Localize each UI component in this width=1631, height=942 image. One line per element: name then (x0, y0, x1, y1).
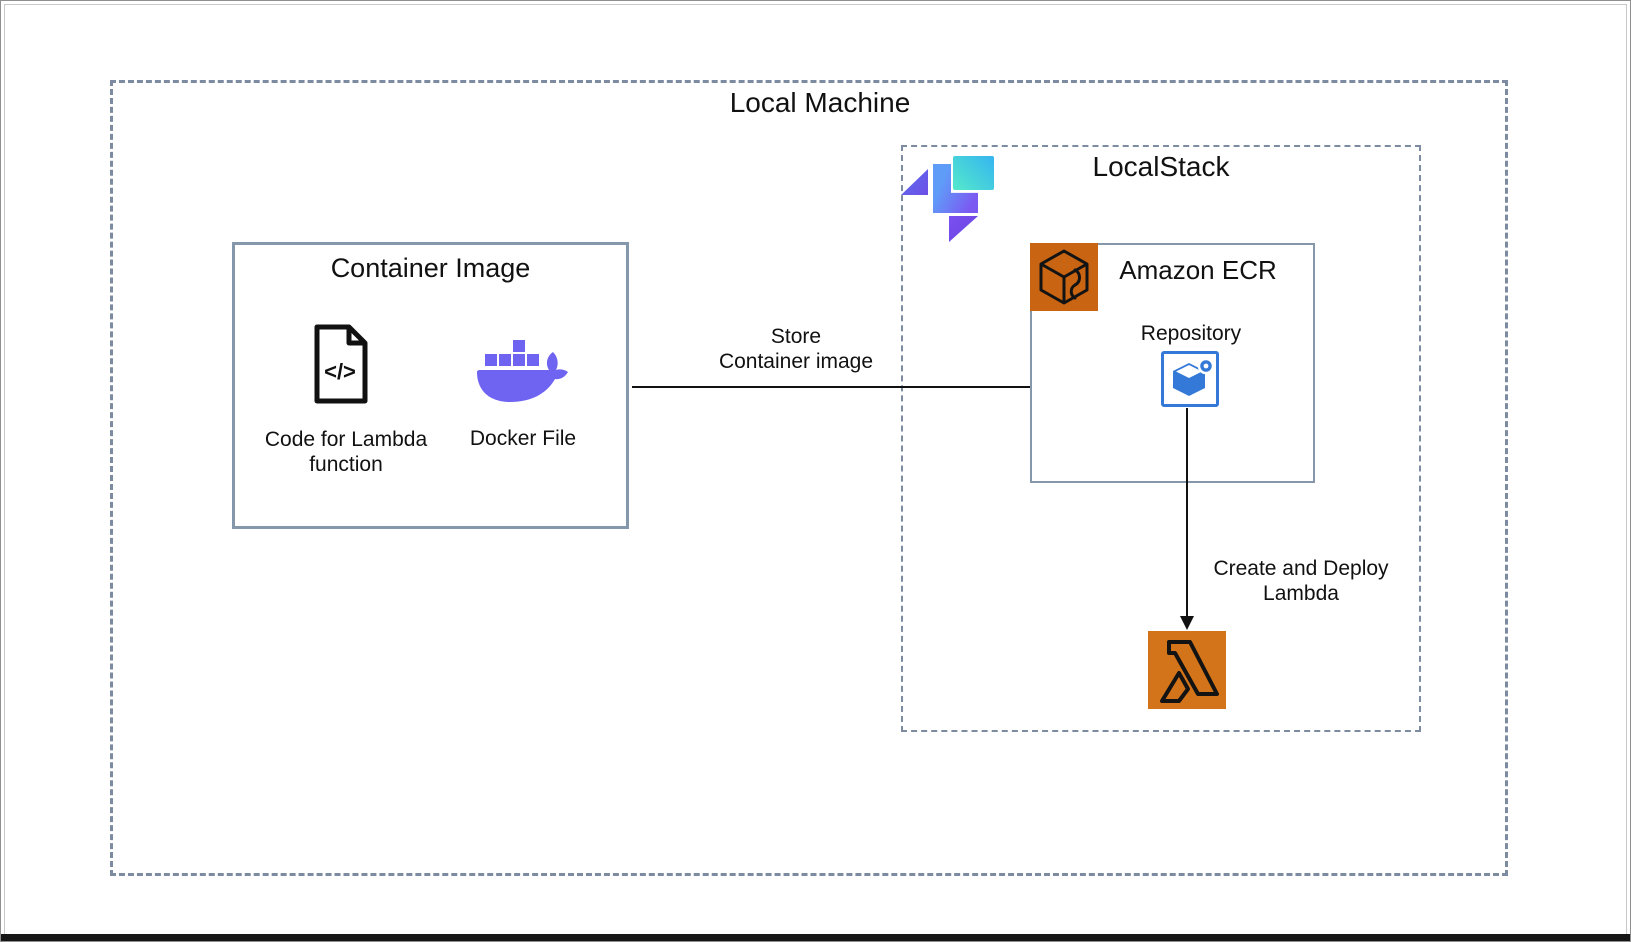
amazon-ecr-title: Amazon ECR (1119, 255, 1277, 285)
deploy-arrow-line (1186, 408, 1188, 616)
docker-whale-icon (472, 337, 570, 411)
ecr-repository-icon (1161, 351, 1219, 407)
svg-text:</>: </> (324, 359, 356, 384)
localstack-logo-icon (899, 154, 999, 244)
container-image-box (232, 242, 629, 529)
code-label: Code for Lambda function (246, 427, 446, 477)
deploy-arrow-label-line2: Lambda (1263, 582, 1339, 605)
aws-lambda-icon (1148, 631, 1226, 709)
store-arrow-label-line2: Container image (718, 350, 874, 373)
store-arrow-line (632, 386, 1140, 388)
code-file-icon: </> (312, 323, 370, 405)
local-machine-box (110, 80, 1508, 876)
container-image-title: Container Image (330, 253, 531, 283)
repository-label: Repository (1140, 322, 1242, 345)
local-machine-title: Local Machine (729, 87, 911, 118)
localstack-logo-teal-square (953, 156, 994, 190)
deploy-arrow-label-line1: Create and Deploy (1213, 557, 1389, 580)
bottom-edge-bar (1, 934, 1630, 941)
code-label-line1: Code for Lambda (264, 428, 428, 451)
deploy-arrow-head-icon (1180, 616, 1194, 630)
store-arrow-label-line1: Store (770, 325, 822, 348)
docker-file-label: Docker File (469, 427, 577, 450)
localstack-logo-left-triangle (901, 169, 928, 195)
localstack-title: LocalStack (1092, 151, 1230, 182)
code-label-line2: function (309, 453, 383, 476)
amazon-ecr-icon (1030, 243, 1098, 311)
localstack-logo-bottom-triangle (949, 216, 978, 242)
localstack-box (901, 145, 1421, 732)
